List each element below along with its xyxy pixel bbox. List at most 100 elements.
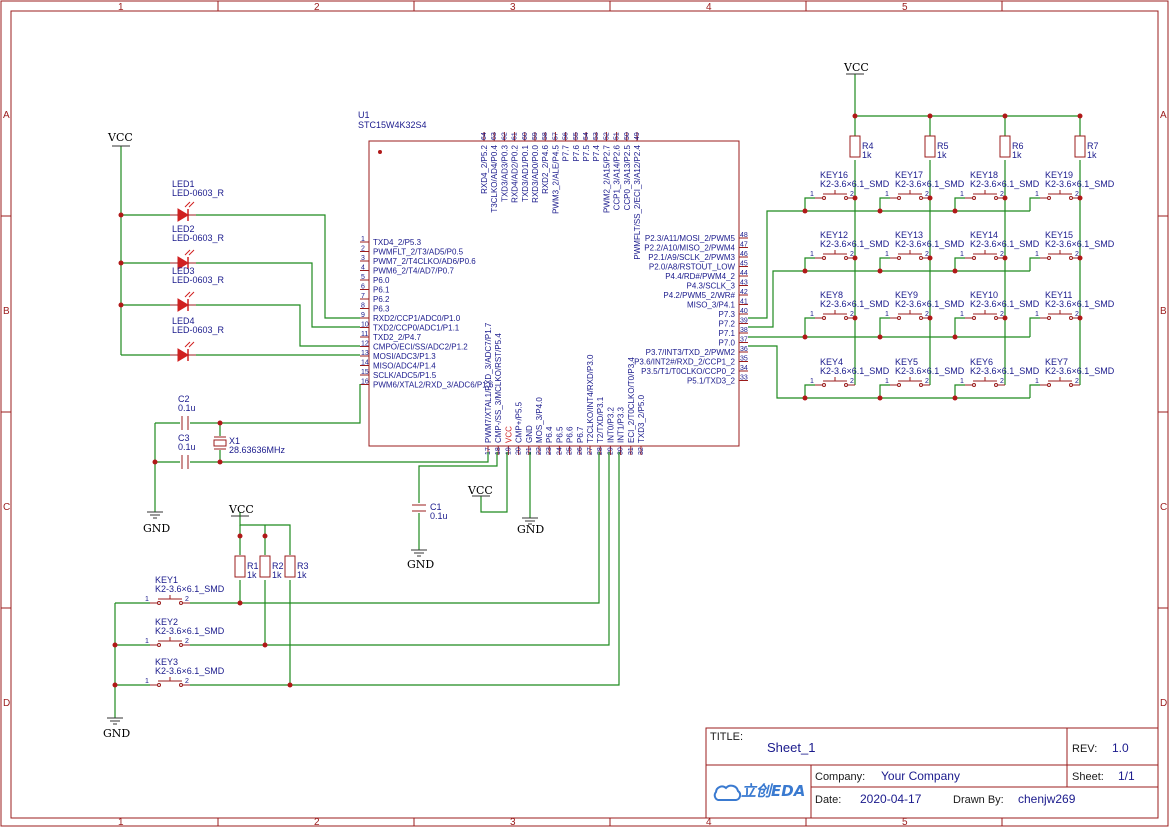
key-contact [919, 256, 923, 260]
u1-pin-name: TXD3/AD3/P0.3 [500, 144, 509, 201]
key-pin1: 1 [960, 191, 964, 198]
rev-label: REV: [1072, 743, 1097, 755]
key-contact [1069, 316, 1073, 320]
u1-pin-num: 35 [740, 356, 748, 363]
key-contact [897, 383, 901, 387]
led-ref: LED2 [172, 224, 195, 234]
cap-c3[interactable]: C3 0.1u [178, 433, 196, 469]
u1-pin-name: PWMFLT_2/T3/AD5/P0.5 [373, 248, 464, 257]
gnd-label-4: GND [103, 727, 130, 740]
key-pin2: 2 [185, 596, 189, 603]
u1-pin-num: 50 [624, 132, 631, 140]
logo-text: 立创EDA [741, 782, 805, 800]
key-contact [919, 383, 923, 387]
gnd-symbols: GND GND GND GND [103, 511, 544, 740]
key-ref: KEY19 [1045, 170, 1073, 180]
resistor-ref: R4 [862, 141, 874, 151]
key-contact [897, 256, 901, 260]
u1-pin-name: SCLK/ADC5/P1.5 [373, 371, 437, 380]
led-ref: LED4 [172, 316, 195, 326]
u1-pin-num: 37 [740, 337, 748, 344]
led-part: LED-0603_R [172, 275, 225, 285]
gnd-label-3: GND [517, 523, 544, 536]
matrix-stub [1029, 384, 1040, 398]
cap-c1[interactable]: C1 0.1u [412, 502, 448, 521]
u1-pin-name: TXD3/AD1/P0.1 [521, 144, 530, 201]
u1-pin-num: 6 [361, 284, 365, 291]
key-pin1: 1 [885, 311, 889, 318]
company-value: Your Company [881, 769, 960, 783]
key-contact [1047, 316, 1051, 320]
crystal-x1[interactable]: X1 28.63636MHz [213, 436, 286, 455]
u1-pin-num: 15 [361, 369, 369, 376]
key-part: K2-3.6×6.1_SMD [155, 626, 225, 636]
key-contact [972, 316, 976, 320]
key-ref: KEY1 [155, 575, 178, 585]
frame-col-1: 1 [118, 2, 124, 13]
key-contact [972, 196, 976, 200]
u1-pin-num: 42 [740, 289, 748, 296]
gnd-label-1: GND [143, 522, 170, 535]
u1-pin-num: 18 [495, 447, 502, 455]
u1-pin-num: 43 [740, 280, 748, 287]
u1-pin-num: 55 [573, 132, 580, 140]
u1-pin-name: P6.0 [373, 276, 390, 285]
key-contact [1069, 196, 1073, 200]
resistor-ref: R2 [272, 561, 284, 571]
u1-pin-num: 24 [556, 447, 563, 455]
u1-pin-num: 11 [361, 331, 368, 338]
u1-pin-name: P6.7 [576, 426, 585, 443]
u1-pin-name: RXD2_2/P4.6 [541, 144, 550, 193]
vcc-label-led: VCC [107, 131, 133, 144]
resistor-body [234, 555, 246, 578]
key-ref: KEY15 [1045, 230, 1073, 240]
u1-pin-name: P7.6 [572, 144, 581, 161]
matrix-stub [879, 257, 890, 271]
resistor-body [284, 555, 296, 578]
u1-pin-num: 41 [740, 299, 748, 306]
c2-value: 0.1u [178, 403, 196, 413]
key-ref: KEY7 [1045, 357, 1068, 367]
vcc-label-mcu: VCC [467, 484, 493, 497]
cap-c2[interactable]: C2 0.1u [178, 394, 196, 430]
key-ref: KEY16 [820, 170, 848, 180]
matrix-stub [879, 384, 890, 398]
u1-pin-num: 46 [740, 251, 748, 258]
key-part: K2-3.6×6.1_SMD [1045, 299, 1115, 309]
led-arrows [184, 201, 195, 208]
u1-pin-name: P3.7/INT3/TXD_2/PWM2 [646, 348, 736, 357]
